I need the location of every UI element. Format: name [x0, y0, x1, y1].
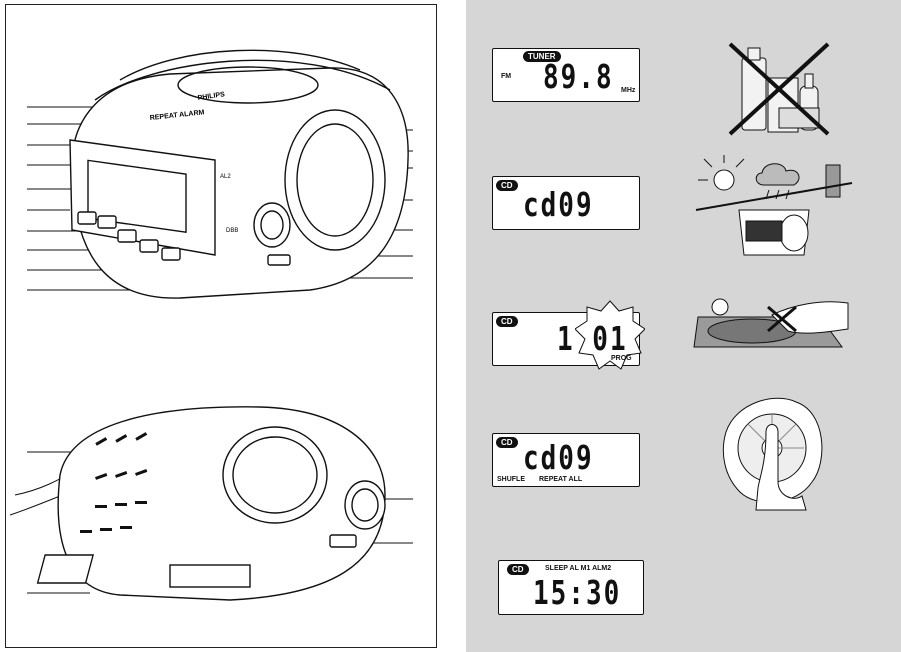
- cd-badge: CD: [496, 316, 518, 327]
- no-solvents-icon: [728, 42, 830, 136]
- vent-slots: [80, 432, 148, 533]
- clean-disc-icon: [722, 397, 823, 511]
- avoid-heat-rain-icon: [695, 155, 853, 256]
- cd-badge: CD: [496, 180, 518, 191]
- band-label: FM: [501, 73, 512, 80]
- alarm-indicators: SLEEP AL M1 ALM2: [545, 565, 612, 572]
- do-not-touch-lens-icon: [693, 298, 849, 348]
- left-page: REPEAT ALARM PHILIPS AL2 DBB: [0, 0, 440, 652]
- lcd-display-tuner: TUNER FM 89.8 MHz: [492, 48, 640, 102]
- lcd-display-program: CD 1 01 PROG: [492, 300, 645, 370]
- repeat-all-indicator: REPEAT ALL: [539, 476, 583, 483]
- cd-badge: CD: [507, 564, 529, 575]
- page-frame: [5, 4, 437, 648]
- top-product-illustration: REPEAT ALARM PHILIPS AL2 DBB: [27, 49, 413, 299]
- tuner-badge: TUNER: [523, 51, 561, 62]
- shuffle-indicator: SHUFLE: [497, 476, 525, 483]
- right-page: TUNER FM 89.8 MHz CD cd09 CD 1 01 PROG C…: [466, 0, 901, 652]
- unit-label: MHz: [621, 87, 636, 94]
- frequency-digits: 89.8: [543, 59, 614, 97]
- brand-text: PHILIPS: [197, 91, 225, 102]
- cd-badge: CD: [496, 437, 518, 448]
- lcd-display-cd: CD cd09: [492, 176, 640, 230]
- prog-indicator: PROG: [611, 355, 632, 362]
- flash-burst-icon: [575, 300, 645, 370]
- lcd-display-shuffle: CD cd09 SHUFLE REPEAT ALL: [492, 433, 640, 487]
- lcd-display-clock: CD SLEEP AL M1 ALM2 15:30: [498, 560, 644, 615]
- al2-text: AL2: [220, 174, 231, 180]
- dbb-text: DBB: [226, 228, 238, 234]
- track-digits: cd09: [523, 187, 594, 225]
- clock-digits: 15:30: [533, 575, 622, 613]
- track-digits: cd09: [523, 440, 594, 478]
- program-digits: 1 01: [557, 321, 628, 359]
- bottom-product-illustration: [9, 406, 413, 601]
